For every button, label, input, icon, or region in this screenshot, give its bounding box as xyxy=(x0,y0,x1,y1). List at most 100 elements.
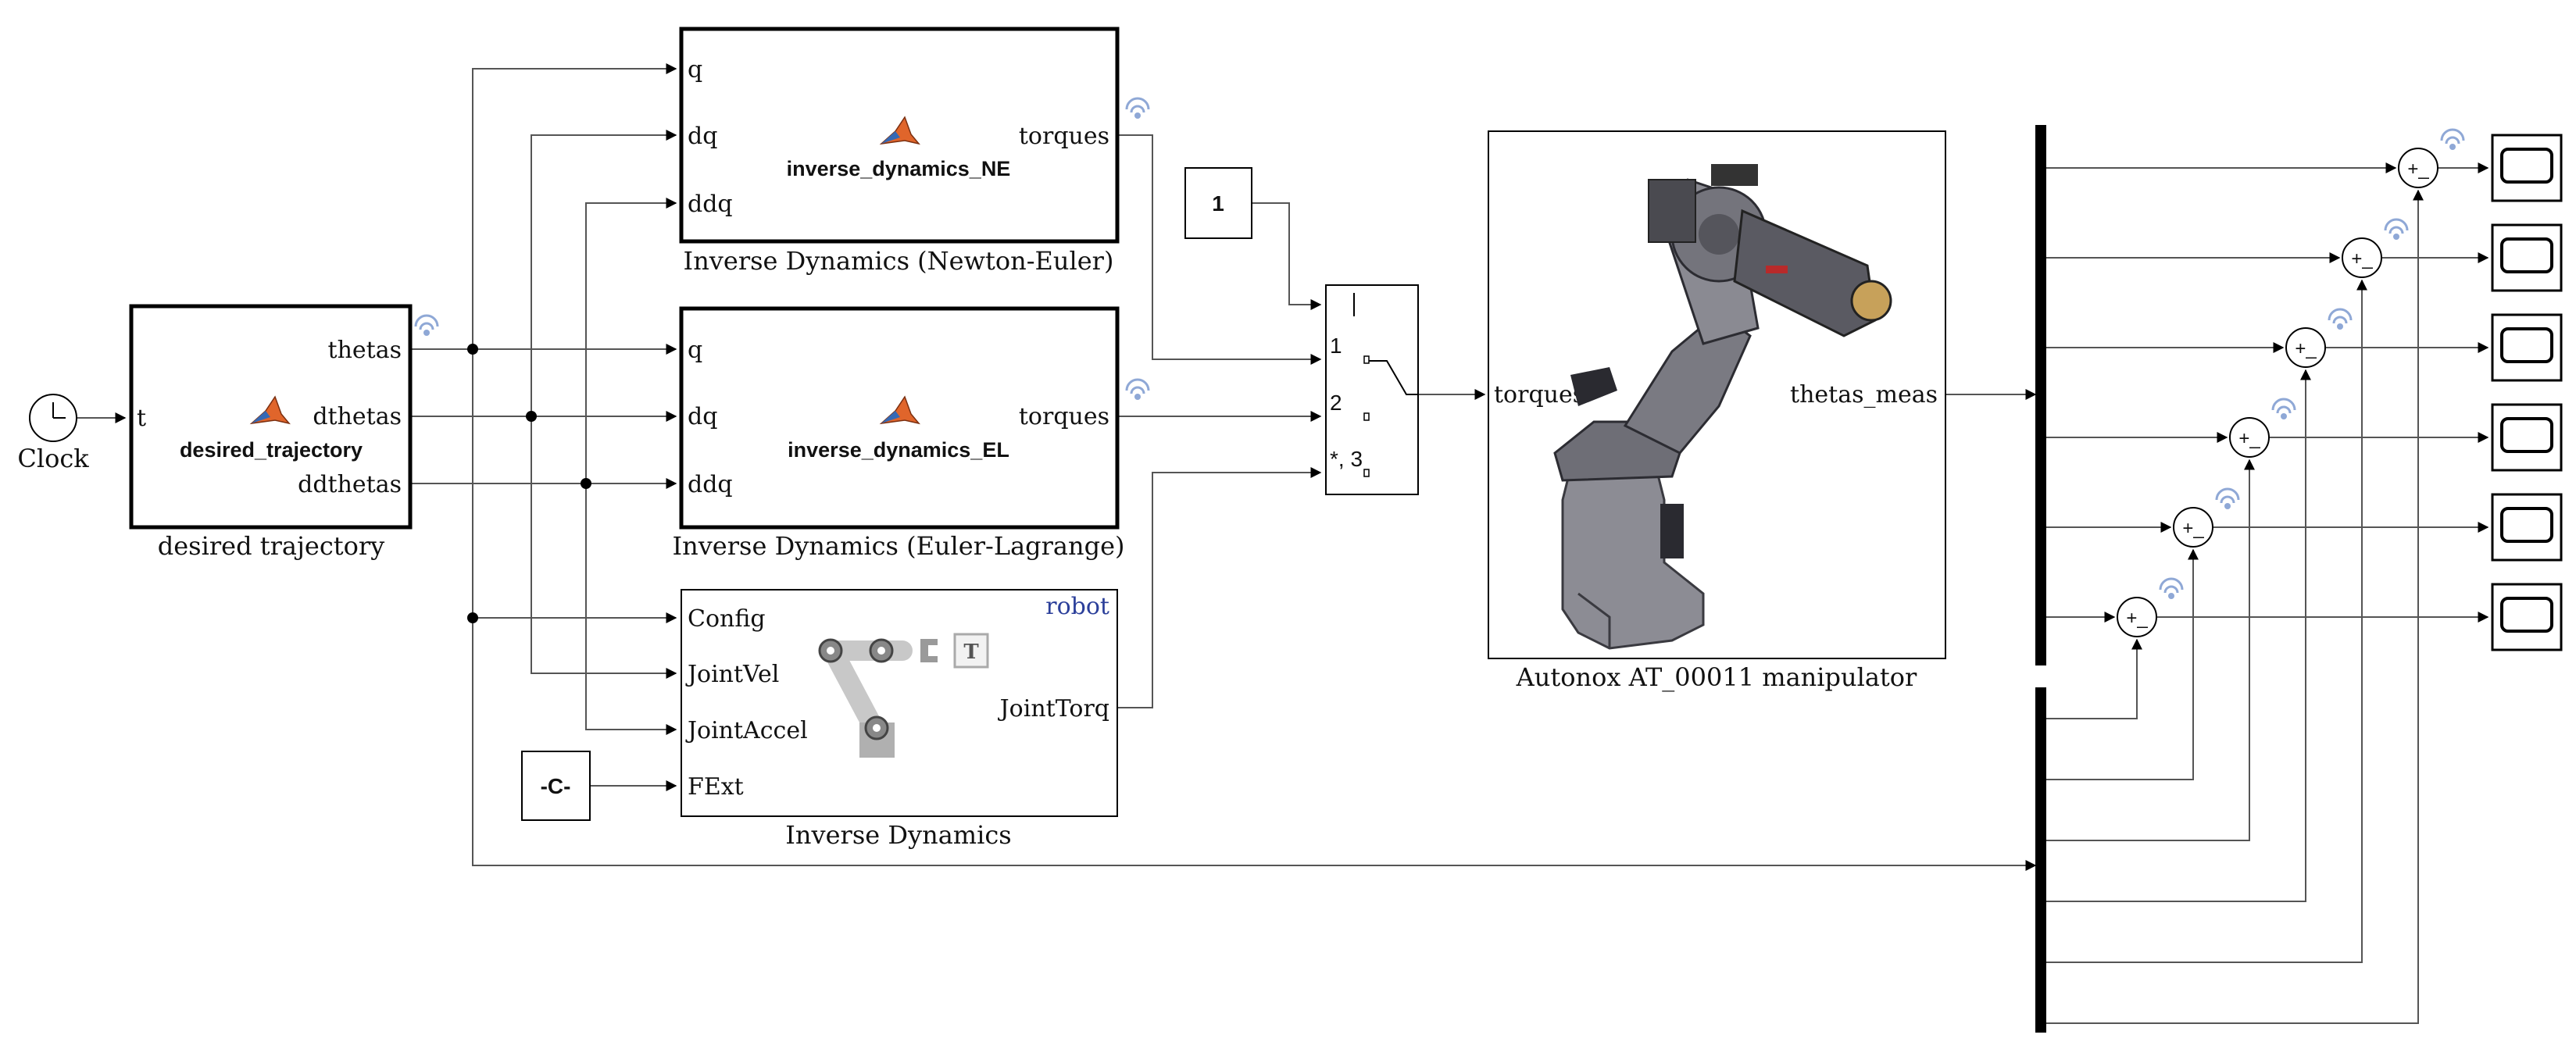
sum-block[interactable]: +_ xyxy=(2229,398,2296,458)
sum-block[interactable]: +_ xyxy=(2398,128,2465,188)
switch-port-2: 2 xyxy=(1330,391,1342,415)
matlab-function-icon xyxy=(879,116,920,145)
branch-dot xyxy=(526,411,537,422)
port-ne-dq: dq xyxy=(688,123,717,150)
wire-ddthetas-ne-ddq[interactable] xyxy=(585,198,677,483)
port-thetas: thetas xyxy=(328,337,402,364)
wire-des-sum[interactable] xyxy=(2046,189,2424,1024)
sum-blocks: +_ +_ +_ +_ +_ +_ xyxy=(2117,128,2465,637)
constant-c-block[interactable]: -C- xyxy=(521,751,591,821)
inverse-dynamics-ne-block[interactable]: q dq ddq torques inverse_dynamics_NE Inv… xyxy=(679,27,1150,276)
scope-icon xyxy=(2500,417,2553,453)
matlab-function-icon xyxy=(879,395,920,425)
wire-dthetas-jointvel[interactable] xyxy=(531,416,677,679)
sum-block[interactable]: +_ xyxy=(2285,308,2353,368)
wire-dthetas-ne-dq[interactable] xyxy=(531,130,677,416)
wire-thetas-bus2[interactable] xyxy=(472,618,2037,871)
wire-ne-torques-switch[interactable] xyxy=(1117,134,1322,365)
signal-logging-icon xyxy=(2215,487,2240,509)
constant-1-label: 1 xyxy=(1212,191,1224,216)
bus-signal-lines xyxy=(2046,162,2489,1024)
signal-logging-icon xyxy=(1125,97,1150,119)
port-el-dq: dq xyxy=(688,403,717,430)
wire-jointtorq-switch[interactable] xyxy=(1117,467,1322,708)
scope-icon xyxy=(2500,148,2553,184)
scope-icon xyxy=(2500,507,2553,543)
branch-dot xyxy=(581,478,591,489)
inverse-dynamics-el-caption: Inverse Dynamics (Euler-Lagrange) xyxy=(672,531,1124,561)
constant-c-box[interactable] xyxy=(521,751,591,821)
inverse-dynamics-block[interactable]: Config JointVel JointAccel FExt JointTor… xyxy=(681,589,1118,850)
demux-bus-measured[interactable] xyxy=(2035,125,2046,665)
demux-bus-desired[interactable] xyxy=(2035,687,2046,1033)
sum-circle[interactable] xyxy=(2398,148,2438,188)
wire-des-sum[interactable] xyxy=(2046,369,2311,902)
sum-circle[interactable] xyxy=(2117,597,2157,637)
constant-c-label: -C- xyxy=(541,774,571,798)
clock-caption: Clock xyxy=(17,444,89,473)
branch-points xyxy=(467,344,591,623)
switch-port-3: *, 3 xyxy=(1330,447,1363,471)
port-el-q: q xyxy=(688,337,702,364)
branch-dot xyxy=(467,612,478,623)
scope-block[interactable] xyxy=(2491,223,2563,292)
desired-trajectory-caption: desired trajectory xyxy=(158,531,384,561)
scope-block[interactable] xyxy=(2491,403,2563,472)
sum-circle[interactable] xyxy=(2342,237,2382,278)
signal-logging-icon xyxy=(414,314,439,336)
inverse-dynamics-box[interactable] xyxy=(681,589,1118,817)
port-jointvel: JointVel xyxy=(685,661,779,688)
port-fext: FExt xyxy=(688,773,744,801)
port-ne-q: q xyxy=(688,56,702,84)
sum-block[interactable]: +_ xyxy=(2117,577,2184,637)
scope-block[interactable] xyxy=(2491,313,2563,382)
robot-image xyxy=(1553,164,1892,650)
port-ddthetas: ddthetas xyxy=(298,471,402,498)
sum-circle[interactable] xyxy=(2285,327,2326,368)
sum-block[interactable]: +_ xyxy=(2342,218,2409,278)
port-config: Config xyxy=(688,605,766,633)
sum-sign: +_ xyxy=(2238,428,2260,449)
port-jointaccel: JointAccel xyxy=(685,717,808,744)
port-el-torques: torques xyxy=(1019,403,1109,430)
sum-circle[interactable] xyxy=(2173,507,2213,548)
wire-des-sum[interactable] xyxy=(2046,458,2255,841)
desired-trajectory-block[interactable]: t thetas dthetas ddthetas desired_trajec… xyxy=(129,304,439,561)
port-jointtorq: JointTorq xyxy=(998,695,1109,723)
port-el-ddq: ddq xyxy=(688,471,733,498)
inverse-dynamics-caption: Inverse Dynamics xyxy=(785,820,1011,850)
clock-block[interactable]: Clock xyxy=(17,394,89,473)
sum-block[interactable]: +_ xyxy=(2173,487,2240,548)
constant-1-box[interactable] xyxy=(1184,167,1252,239)
scope-block[interactable] xyxy=(2491,583,2563,651)
multiport-switch-block[interactable]: 1 2 *, 3 xyxy=(1325,284,1419,495)
constant-1-block[interactable]: 1 xyxy=(1184,167,1252,239)
sum-circle[interactable] xyxy=(2229,417,2270,458)
scope-block[interactable] xyxy=(2491,493,2563,562)
scope-icon xyxy=(2500,327,2553,363)
wire-const1-switch[interactable] xyxy=(1252,202,1322,310)
signal-logging-icon xyxy=(1125,378,1150,400)
signal-lines xyxy=(77,63,2037,871)
manipulator-block[interactable]: torques thetas_meas Autonox AT_00011 man… xyxy=(1488,130,1946,692)
manipulator-caption: Autonox AT_00011 manipulator xyxy=(1516,662,1917,692)
scope-block[interactable] xyxy=(2491,134,2563,202)
wire-des-sum[interactable] xyxy=(2046,548,2199,780)
branch-dot xyxy=(467,344,478,355)
inverse-dynamics-ne-fn: inverse_dynamics_NE xyxy=(787,157,1011,180)
wire-ddthetas-jointaccel[interactable] xyxy=(585,483,677,735)
signal-logging-icon xyxy=(2159,577,2184,599)
inverse-dynamics-el-block[interactable]: q dq ddq torques inverse_dynamics_EL Inv… xyxy=(672,306,1150,561)
multiport-switch-box[interactable] xyxy=(1325,284,1419,495)
sum-sign: +_ xyxy=(2407,159,2429,180)
port-t: t xyxy=(137,405,146,432)
wire-thetas-ne-q[interactable] xyxy=(410,63,677,350)
desired-trajectory-box[interactable] xyxy=(129,304,413,530)
wire-des-sum[interactable] xyxy=(2046,638,2142,719)
scope-blocks xyxy=(2491,134,2563,651)
wire-des-sum[interactable] xyxy=(2046,279,2367,963)
scope-icon xyxy=(2500,597,2553,633)
port-ne-ddq: ddq xyxy=(688,191,733,218)
